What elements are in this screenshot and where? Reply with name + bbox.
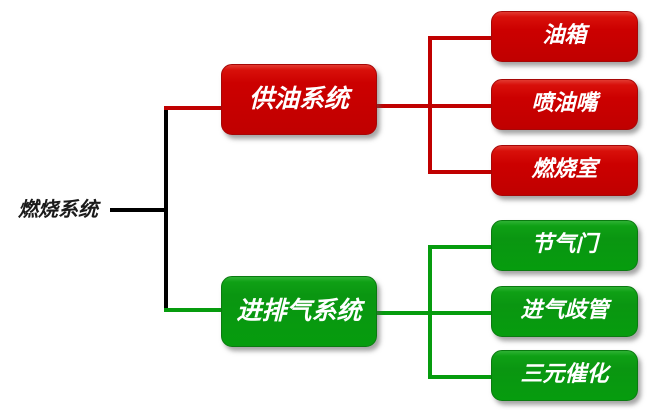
connector-leaf-2-2 (428, 311, 492, 315)
node-leaf-1-1-label: 油箱 (542, 22, 587, 48)
connector-branch-2-out (374, 311, 432, 315)
connector-leaf-1-3 (428, 170, 492, 174)
connector-to-branch-1 (164, 106, 226, 110)
node-branch-2-label: 进排气系统 (236, 296, 362, 325)
node-leaf-2-2[interactable]: 进气歧管 (491, 286, 638, 337)
connector-leaf-2-3 (428, 375, 492, 379)
node-leaf-2-2-label: 进气歧管 (520, 297, 609, 323)
node-leaf-2-3[interactable]: 三元催化 (491, 350, 638, 401)
node-leaf-2-3-label: 三元催化 (520, 361, 609, 387)
node-branch-2[interactable]: 进排气系统 (221, 276, 377, 347)
node-leaf-1-3[interactable]: 燃烧室 (491, 145, 638, 196)
node-leaf-1-2[interactable]: 喷油嘴 (491, 79, 638, 130)
connector-leaf-2-1 (428, 245, 492, 249)
node-branch-1-label: 供油系统 (248, 84, 349, 113)
node-leaf-2-1-label: 节气门 (531, 231, 598, 257)
connector-to-branch-2 (164, 308, 226, 312)
node-leaf-1-1[interactable]: 油箱 (491, 11, 638, 62)
connector-main-trunk (164, 106, 168, 312)
root-node-label: 燃烧系统 (18, 197, 98, 221)
node-leaf-1-2-label: 喷油嘴 (531, 90, 598, 116)
node-leaf-2-1[interactable]: 节气门 (491, 220, 638, 271)
connector-root-stub (110, 208, 168, 212)
node-branch-1[interactable]: 供油系统 (221, 64, 377, 135)
node-leaf-1-3-label: 燃烧室 (531, 156, 598, 182)
connector-branch-1-out (374, 104, 432, 108)
connector-leaf-1-1 (428, 36, 492, 40)
connector-leaf-1-2 (428, 104, 492, 108)
